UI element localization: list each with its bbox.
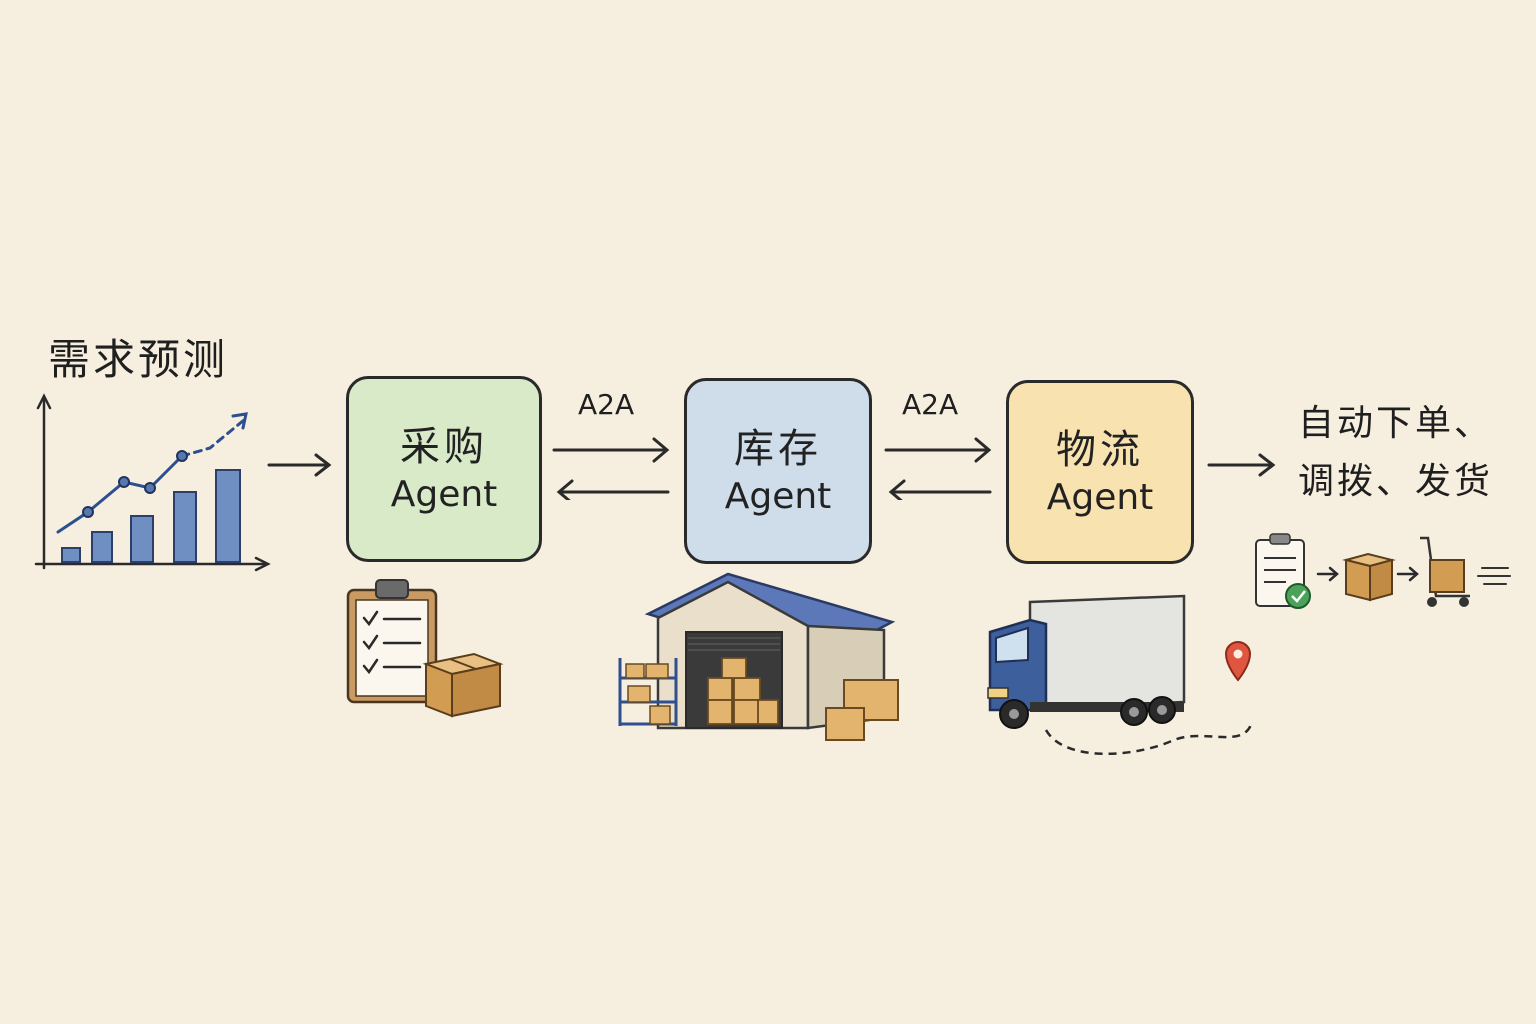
- warehouse-icon: [618, 572, 899, 741]
- agent-procurement: 采购 Agent: [346, 376, 542, 562]
- bidirectional-arrow-1: [552, 437, 670, 500]
- forecast-chart-icon: [34, 393, 271, 572]
- order-flow-icon: [1255, 533, 1511, 609]
- agent-inventory: 库存 Agent: [684, 378, 872, 564]
- arrow-logistics-to-outcome: [1207, 453, 1276, 477]
- bidirectional-arrow-2: [884, 437, 992, 500]
- clipboard-box-icon: [346, 579, 504, 718]
- arrow-forecast-to-procurement: [267, 453, 332, 477]
- outcome-line-1: 自动下单、: [1298, 403, 1494, 444]
- link-a2a-label-1: A2A: [578, 388, 635, 421]
- agent-logistics: 物流 Agent: [1006, 380, 1194, 564]
- outcome-line-2: 调拨、发货: [1298, 461, 1494, 502]
- agent-procurement-name: 采购: [400, 423, 488, 470]
- truck-icon: [987, 594, 1254, 756]
- link-a2a-label-2: A2A: [902, 388, 959, 421]
- agent-logistics-name: 物流: [1056, 426, 1144, 473]
- agent-logistics-suffix: Agent: [1046, 476, 1154, 518]
- agent-inventory-suffix: Agent: [724, 475, 832, 517]
- agent-inventory-name: 库存: [734, 425, 822, 472]
- forecast-title: 需求预测: [48, 335, 229, 384]
- agent-procurement-suffix: Agent: [390, 473, 498, 515]
